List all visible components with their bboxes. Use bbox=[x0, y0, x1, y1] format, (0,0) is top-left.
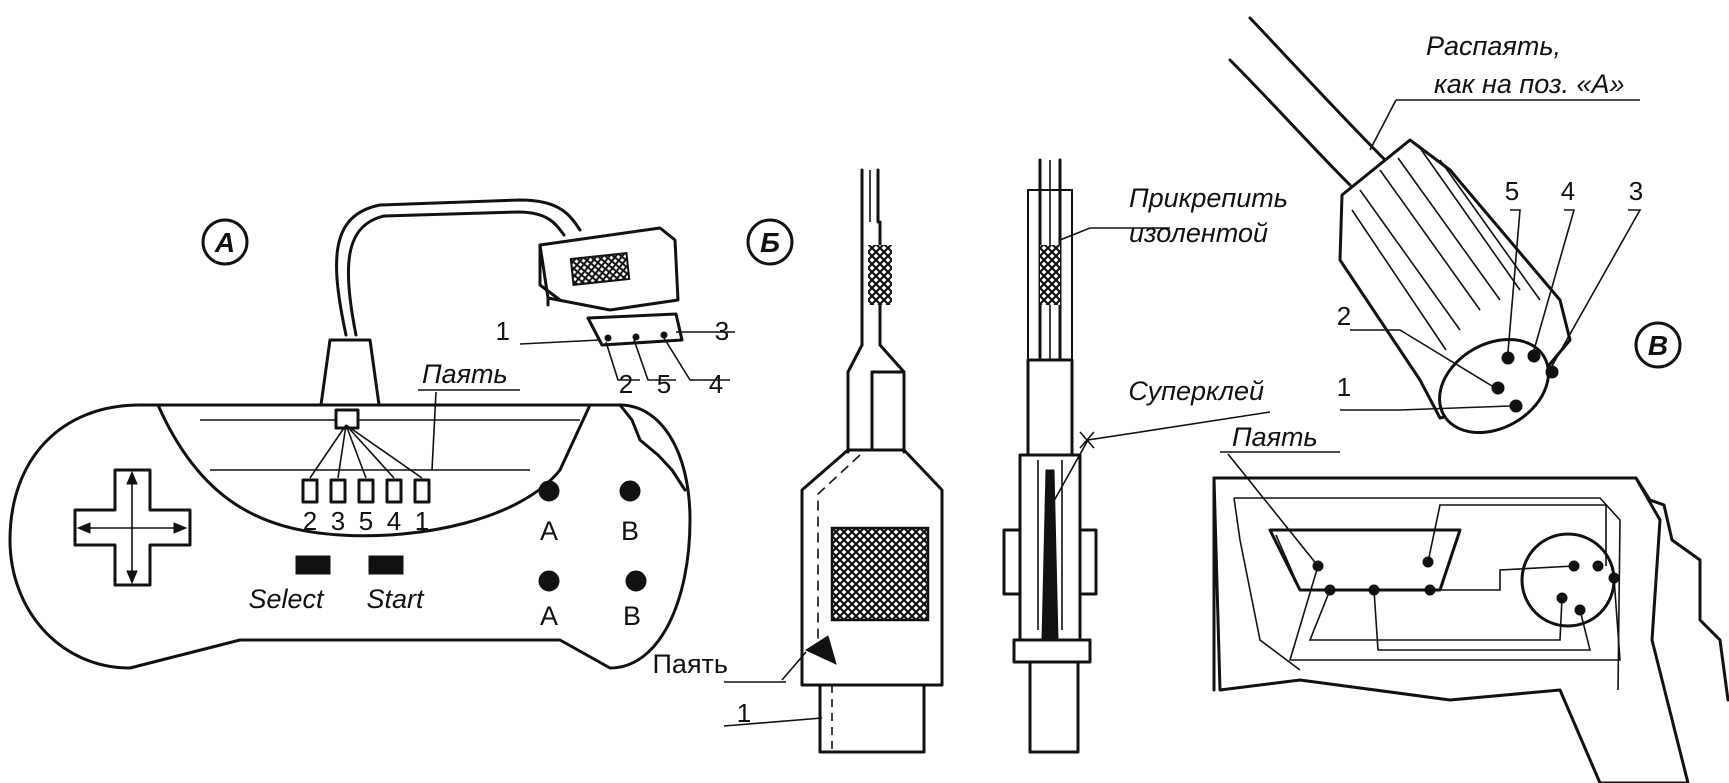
panel-a-marker: А bbox=[201, 218, 249, 266]
panel-b-solder-label: Паять bbox=[653, 649, 728, 679]
button-a-top-label: A bbox=[540, 516, 558, 546]
plug-front-view: Паять 1 bbox=[653, 168, 944, 754]
din-pin-4-label: 4 bbox=[1561, 176, 1575, 206]
din-pin-1-label: 1 bbox=[1337, 372, 1351, 402]
panel-v-marker-text: В bbox=[1648, 330, 1668, 361]
button-a-top[interactable] bbox=[538, 480, 560, 502]
plug-pin-1-label: 1 bbox=[496, 316, 510, 346]
panel-v-note-line2: как на поз. «А» bbox=[1434, 69, 1625, 99]
board-pads bbox=[301, 478, 431, 504]
panel-v-board: Паять bbox=[1212, 422, 1729, 783]
panel-a-solder-label: Паять bbox=[422, 359, 508, 389]
plug-pin-4-label: 4 bbox=[709, 369, 723, 399]
board-pin-4-label: 4 bbox=[387, 506, 401, 536]
cable-strain-relief bbox=[318, 338, 382, 414]
din-pin-3-label: 3 bbox=[1629, 176, 1643, 206]
plug-pin-3-label: 3 bbox=[715, 316, 729, 346]
plug-side-view: Прикрепить изолентой Суперклей bbox=[1002, 158, 1288, 754]
panel-b-pin-1-label: 1 bbox=[737, 698, 751, 728]
plug-grip-texture bbox=[569, 252, 631, 286]
button-a-bottom[interactable] bbox=[538, 570, 560, 592]
button-b-top[interactable] bbox=[619, 480, 641, 502]
board-pin-1-label: 1 bbox=[415, 506, 429, 536]
tape-label-line2: изолентой bbox=[1129, 218, 1268, 248]
panel-v-marker: В bbox=[1634, 321, 1682, 369]
button-a-bottom-label: A bbox=[540, 601, 558, 631]
din-pin-5-label: 5 bbox=[1505, 176, 1519, 206]
panel-b: Б Паять 1 bbox=[653, 158, 1288, 754]
board-pin-3-label: 3 bbox=[331, 506, 345, 536]
panel-b-marker-text: Б bbox=[760, 227, 780, 258]
panel-v: Распаять, как на поз. «А» 5 4 3 2 1 В bbox=[1212, 16, 1729, 783]
board-pin-5-label: 5 bbox=[359, 506, 373, 536]
din-pin-2-label: 2 bbox=[1337, 301, 1351, 331]
plug-front-grip bbox=[830, 526, 930, 622]
tape-label-line1: Прикрепить bbox=[1129, 183, 1288, 213]
panel-a: А 1 2 5 4 3 bbox=[8, 198, 735, 670]
gamepad-cable bbox=[335, 198, 582, 337]
board-pin-2-label: 2 bbox=[303, 506, 317, 536]
start-button[interactable] bbox=[368, 555, 404, 575]
button-b-bottom-label: B bbox=[623, 601, 641, 631]
button-b-bottom[interactable] bbox=[625, 570, 647, 592]
plug-pin-5-label: 5 bbox=[657, 369, 671, 399]
select-button[interactable] bbox=[295, 555, 331, 575]
controller-plug bbox=[519, 226, 735, 381]
button-b-top-label: B bbox=[621, 516, 639, 546]
plug-connector bbox=[586, 312, 684, 347]
din-socket bbox=[1520, 532, 1616, 628]
panel-a-marker-text: А bbox=[214, 227, 235, 258]
select-label: Select bbox=[248, 584, 325, 614]
start-label: Start bbox=[366, 584, 425, 614]
glue-label: Суперклей bbox=[1128, 376, 1264, 406]
panel-v-note-line1: Распаять, bbox=[1426, 31, 1561, 61]
panel-v-solder-label: Паять bbox=[1232, 422, 1318, 452]
panel-b-marker: Б bbox=[746, 218, 794, 266]
plug-pin-2-label: 2 bbox=[619, 369, 633, 399]
